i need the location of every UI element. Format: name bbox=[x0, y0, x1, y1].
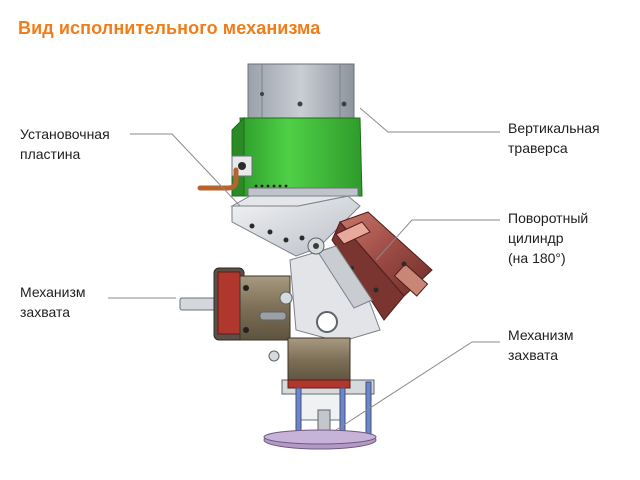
leader-gripper-bottom bbox=[335, 341, 500, 431]
label-gripper-bottom-line-2: захвата bbox=[508, 347, 559, 363]
label-gripper-left: Механизм захвата bbox=[20, 282, 86, 322]
air-pipe bbox=[197, 167, 239, 191]
vertical-beam bbox=[247, 63, 355, 125]
label-rotary-cylinder-line-2: цилиндр bbox=[508, 230, 564, 246]
green-bracket bbox=[231, 116, 363, 197]
leader-lines bbox=[108, 107, 500, 431]
label-mounting-plate: Установочная пластина bbox=[20, 124, 110, 164]
central-housing bbox=[289, 237, 381, 343]
label-gripper-left-line-1: Механизм bbox=[20, 284, 86, 300]
label-rotary-cylinder-line-1: Поворотный bbox=[508, 210, 589, 226]
label-mounting-plate-line-2: пластина bbox=[20, 146, 81, 162]
label-vertical-beam-line-2: траверса bbox=[508, 140, 568, 156]
label-vertical-beam-line-1: Вертикальная bbox=[508, 120, 600, 136]
label-vertical-beam: Вертикальная траверса bbox=[508, 118, 600, 158]
label-gripper-left-line-2: захвата bbox=[20, 304, 71, 320]
leader-rotary-cylinder bbox=[375, 219, 500, 261]
label-rotary-cylinder-line-3: (на 180°) bbox=[508, 250, 566, 266]
page-title: Вид исполнительного механизма bbox=[18, 18, 321, 38]
label-rotary-cylinder: Поворотный цилиндр (на 180°) bbox=[508, 208, 588, 268]
label-gripper-bottom: Механизм захвата bbox=[508, 325, 574, 365]
gripper-bottom bbox=[268, 337, 375, 441]
label-gripper-bottom-line-1: Механизм bbox=[508, 327, 574, 343]
leader-mounting-plate bbox=[130, 133, 241, 207]
label-mounting-plate-line-1: Установочная bbox=[20, 126, 110, 142]
gripper-left bbox=[179, 267, 293, 341]
base-plate bbox=[263, 429, 377, 450]
leader-vertical-beam bbox=[359, 107, 500, 133]
